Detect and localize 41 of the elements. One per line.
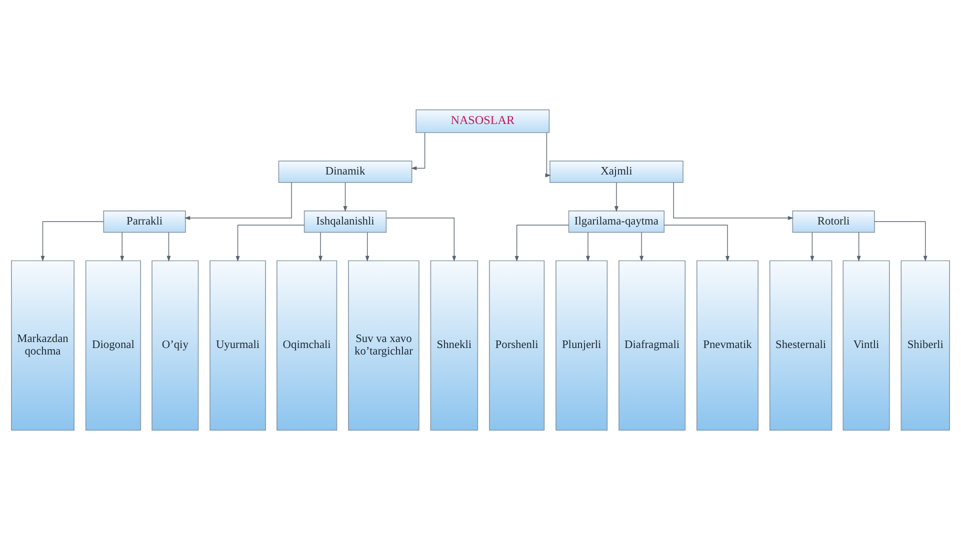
node-box: NASOSLAR bbox=[416, 109, 550, 134]
node-box: Shnekli bbox=[430, 260, 478, 431]
arrow bbox=[120, 232, 124, 262]
node-box: Rotorli bbox=[792, 210, 875, 233]
arrow bbox=[856, 232, 861, 262]
arrow bbox=[318, 232, 323, 262]
node-box: Dinamik bbox=[278, 160, 412, 183]
node-box: Vintli bbox=[842, 260, 890, 431]
node-box: Shiberli bbox=[900, 260, 950, 431]
node-box: Diafragmali bbox=[618, 260, 686, 431]
node-box: Oqimchali bbox=[276, 260, 338, 431]
arrow bbox=[810, 232, 814, 262]
arrow bbox=[664, 224, 730, 262]
node-box: Plunjerli bbox=[556, 260, 608, 431]
node-box: Shesternali bbox=[769, 260, 832, 431]
arrow bbox=[236, 224, 305, 262]
node-box: O’qiy bbox=[152, 260, 199, 431]
node-box: Parrakli bbox=[103, 210, 186, 233]
node-box: Markazdan qochma bbox=[11, 260, 74, 431]
node-box: Pnevmatik bbox=[696, 260, 759, 431]
arrow bbox=[614, 182, 618, 212]
arrow bbox=[166, 232, 171, 262]
arrow bbox=[184, 182, 292, 220]
arrow bbox=[386, 218, 456, 262]
node-box: Uyurmali bbox=[210, 260, 266, 431]
node-box: Suv va xavo ko’targichlar bbox=[348, 260, 420, 431]
arrow bbox=[410, 132, 426, 170]
node-box: Xajmli bbox=[549, 160, 684, 183]
arrow bbox=[586, 232, 590, 262]
node-box: Ishqalanishli bbox=[304, 210, 387, 233]
arrow bbox=[40, 221, 104, 262]
node-box: Porshenli bbox=[488, 260, 545, 431]
arrow bbox=[640, 232, 644, 262]
arrow bbox=[343, 182, 348, 212]
node-box: Diogonal bbox=[85, 260, 142, 431]
arrow bbox=[673, 182, 794, 220]
arrow bbox=[874, 221, 928, 262]
arrow bbox=[514, 224, 570, 262]
arrow bbox=[545, 132, 551, 178]
arrow bbox=[365, 232, 370, 262]
node-box: Ilgarilama-qaytma bbox=[568, 210, 665, 233]
